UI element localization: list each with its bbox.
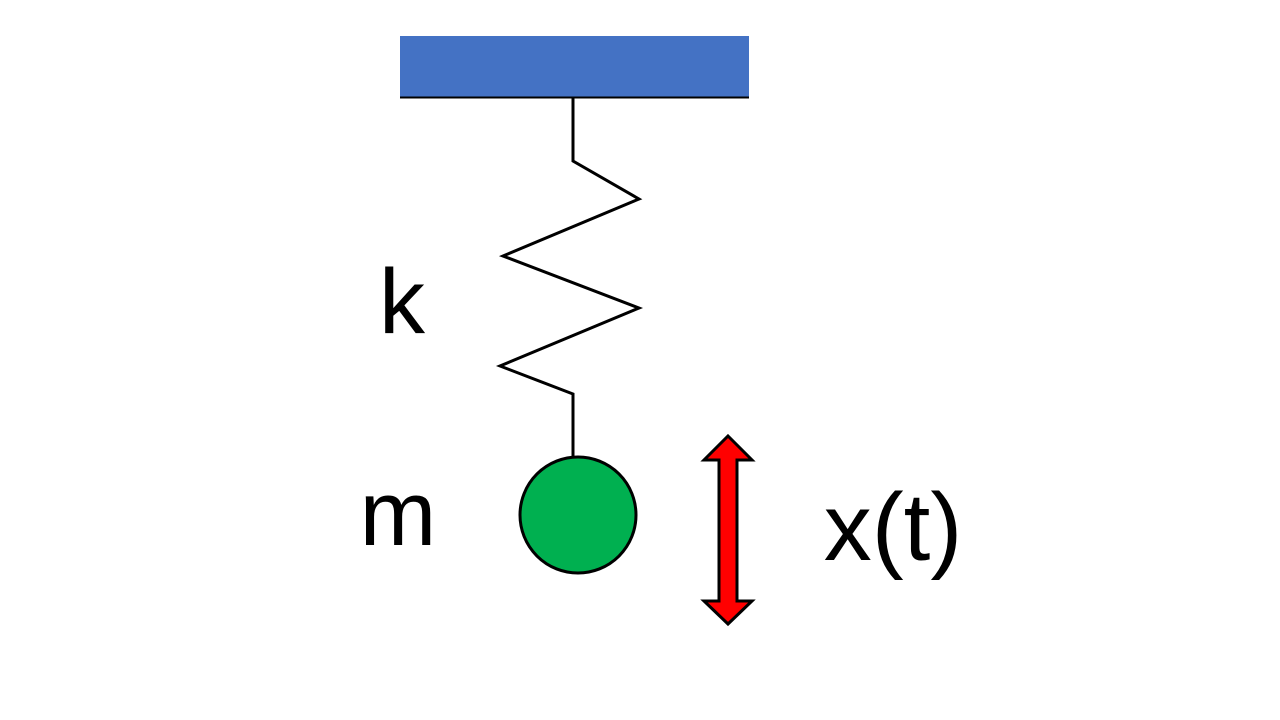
spring bbox=[495, 98, 644, 458]
mass-ball bbox=[518, 455, 638, 575]
spring-constant-label: k bbox=[379, 251, 426, 353]
displacement-arrow bbox=[700, 433, 756, 627]
ceiling-support bbox=[400, 36, 749, 98]
mass-label: m bbox=[360, 463, 437, 565]
displacement-label: x(t) bbox=[824, 474, 963, 581]
